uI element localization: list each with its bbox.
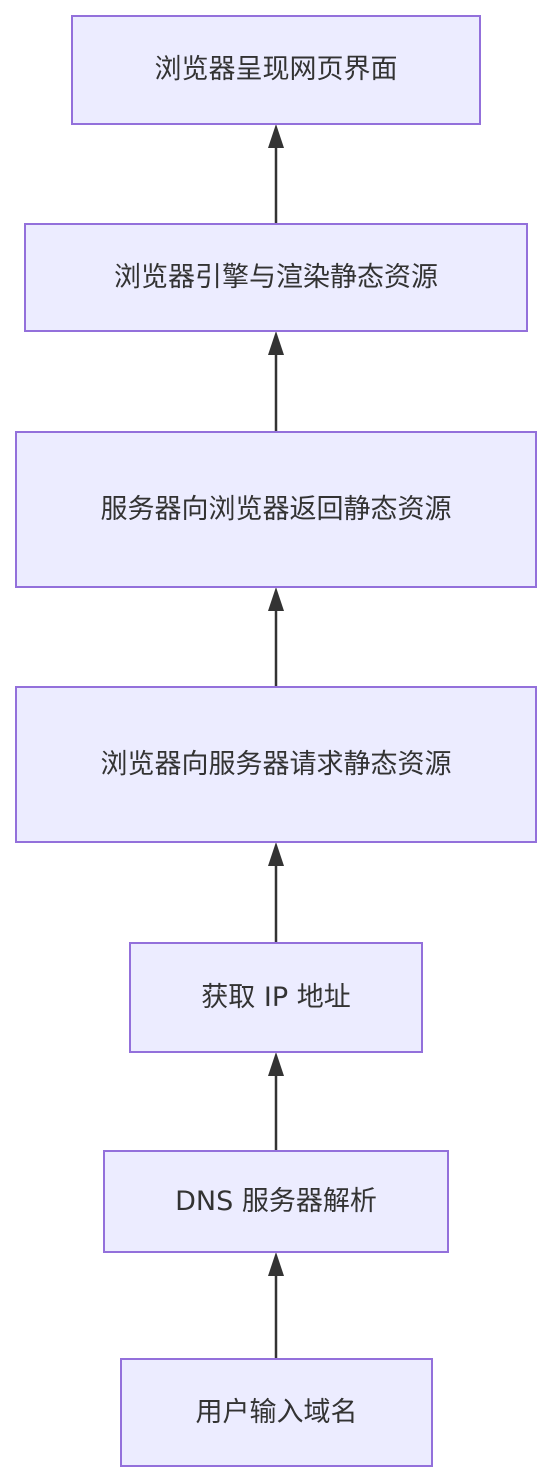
arrowhead-n4-n3	[268, 587, 284, 611]
arrowhead-n3-n2	[268, 331, 284, 355]
node-get-ip-address: 获取 IP 地址	[129, 942, 423, 1053]
arrowhead-n2-n1	[268, 124, 284, 148]
node-user-enters-domain: 用户输入域名	[120, 1358, 433, 1467]
arrowhead-n6-n5	[268, 1052, 284, 1076]
node-render-static-resources: 浏览器引擎与渲染静态资源	[24, 223, 528, 332]
node-server-returns-resources: 服务器向浏览器返回静态资源	[15, 431, 537, 588]
arrowhead-n5-n4	[268, 842, 284, 866]
node-render-page: 浏览器呈现网页界面	[71, 15, 481, 125]
node-dns-resolution: DNS 服务器解析	[103, 1150, 449, 1253]
node-browser-requests-resources: 浏览器向服务器请求静态资源	[15, 686, 537, 843]
arrowhead-n7-n6	[268, 1252, 284, 1276]
